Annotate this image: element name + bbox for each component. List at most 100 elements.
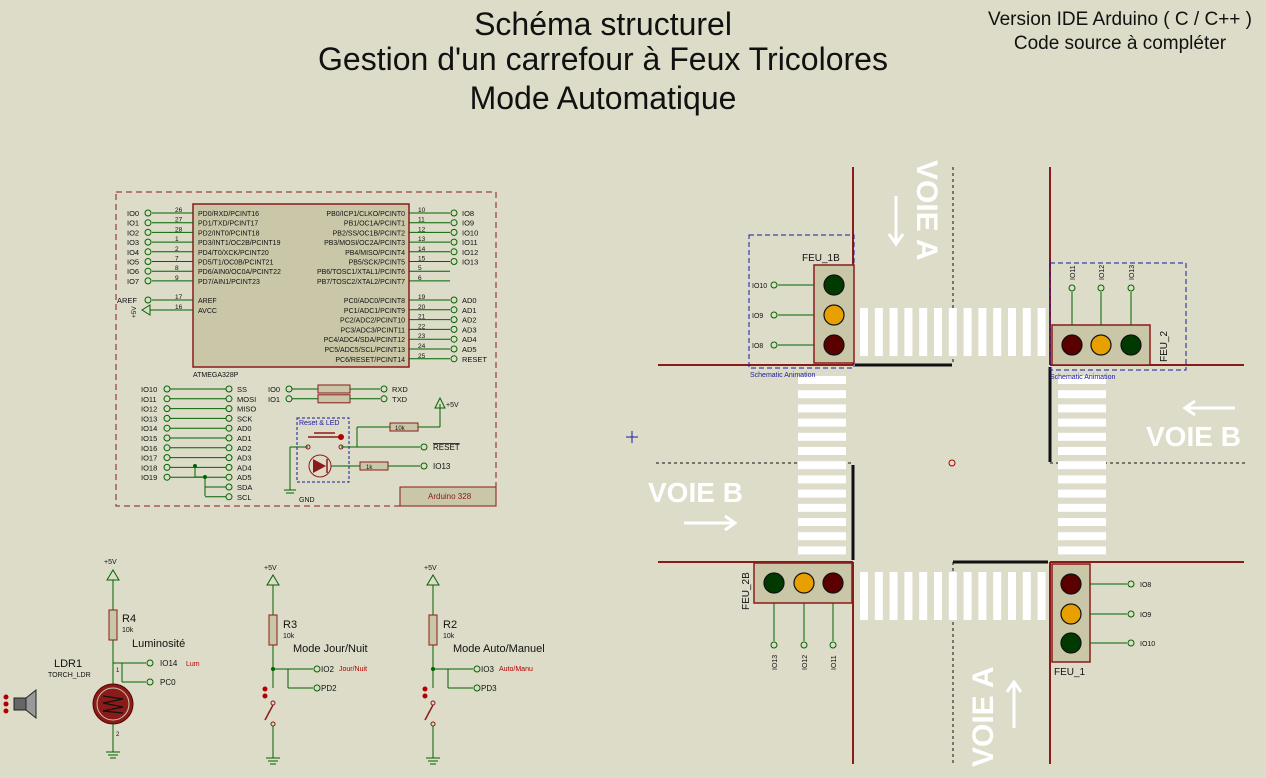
- chip-left-num-4: 2: [175, 246, 179, 253]
- chip-right-name-t2: PB2/SS/OC1B/PCINT2: [333, 230, 405, 237]
- feu-1b-net-1: IO9: [752, 313, 763, 320]
- chip-right-net-t0: IO8: [462, 209, 474, 218]
- sw_day-res-value: 10k: [283, 633, 295, 640]
- board-label-box: [399, 486, 497, 507]
- chip-right-net-b6: RESET: [462, 355, 487, 364]
- feu-1-net-1: IO9: [1140, 612, 1151, 619]
- alias-from-0: IO10: [141, 385, 157, 394]
- chip-left-net-3: IO3: [127, 238, 139, 247]
- chip-right-name-t5: PB5/SCK/PCINT5: [349, 260, 406, 267]
- feu-2b-net-1: IO12: [802, 655, 809, 670]
- chip-left-num-3: 1: [175, 236, 179, 243]
- chip-right-name-b6: PC6/RESET/PCINT14: [335, 357, 405, 364]
- arrow-up-icon: [1005, 679, 1023, 728]
- feu-1-net-2: IO10: [1140, 641, 1155, 648]
- sw_day-net1: IO2: [321, 665, 334, 674]
- feu-2b-net-2: IO11: [831, 655, 838, 670]
- led-resistor: [359, 461, 389, 471]
- feu-1-name: FEU_1: [1054, 667, 1086, 678]
- feu-2-net-1: IO12: [1099, 265, 1106, 280]
- chip-right-num-b5: 24: [418, 343, 426, 350]
- center-marker: [948, 459, 956, 467]
- feu-2b-lamp-2: [822, 572, 844, 594]
- chip-left-name-2: PD2/INT0/PCINT18: [198, 230, 260, 237]
- feu-2-lamp-2: [1120, 334, 1142, 356]
- arrow-left-icon: [1182, 399, 1235, 417]
- atmega-chip-body: [192, 203, 410, 368]
- feu-2-lamp-0: [1061, 334, 1083, 356]
- alias-to-10: SDA: [237, 483, 252, 492]
- feu-1-lamp-2: [1060, 632, 1082, 654]
- voie-a-bottom-label: VOIE A: [967, 666, 1000, 767]
- arrow-right-icon: [684, 514, 738, 532]
- chip-right-net-b0: AD0: [462, 296, 477, 305]
- alias-to-9: AD5: [237, 473, 252, 482]
- chip-right-net-t4: IO12: [462, 248, 478, 257]
- gnd-label: GND: [299, 497, 315, 504]
- page-title-line-2: Gestion d'un carrefour à Feux Tricolores: [318, 41, 888, 77]
- reset-button-pin: [338, 434, 344, 440]
- ldr-model: TORCH_LDR: [48, 672, 91, 679]
- chip-right-num-t2: 12: [418, 226, 426, 233]
- chip-left-num-0: 26: [175, 207, 183, 214]
- chip-right-num-b0: 19: [418, 294, 426, 301]
- chip-right-num-b3: 22: [418, 323, 426, 330]
- chip-right-num-t7: 6: [418, 275, 422, 282]
- chip-left-net-6: IO6: [127, 267, 139, 276]
- version-line-2: Code source à compléter: [1013, 33, 1227, 54]
- aref-net: AREF: [117, 296, 137, 305]
- feu-2-net-0: IO11: [1070, 265, 1077, 280]
- chip-right-net-b2: AD2: [462, 316, 477, 325]
- chip-right-num-t3: 13: [418, 236, 426, 243]
- serial-from-0: IO0: [268, 385, 280, 394]
- feu-2-net-2: IO13: [1129, 265, 1136, 280]
- chip-right-num-b4: 23: [418, 333, 426, 340]
- pedestrian-crossings: [798, 308, 1106, 620]
- chip-right-num-t5: 15: [418, 256, 426, 263]
- ldr-name: LDR1: [54, 658, 82, 670]
- feu-2b-net-0: IO13: [772, 655, 779, 670]
- chip-right-name-t1: PB1/OC1A/PCINT1: [344, 221, 405, 228]
- chip-left-net-2: IO2: [127, 228, 139, 237]
- ldr-net1: IO14: [160, 659, 178, 668]
- traffic-lights: Schematic AnimationFEU_1BIO10IO9IO8Schem…: [741, 234, 1187, 678]
- chip-right-num-t4: 14: [418, 246, 426, 253]
- chip-left-name-1: PD1/TXD/PCINT17: [198, 221, 258, 228]
- alias-to-1: MOSI: [237, 395, 256, 404]
- alias-to-3: SCK: [237, 414, 252, 423]
- feu-2-lamp-1: [1090, 334, 1112, 356]
- feu-2-name: FEU_2: [1159, 330, 1170, 362]
- chip-left-net-5: IO5: [127, 258, 139, 267]
- chip-left-name-6: PD6/AIN0/OC0A/PCINT22: [198, 269, 281, 276]
- chip-right-name-t0: PB0/ICP1/CLKO/PCINT0: [326, 211, 405, 218]
- feu-2-anim-label: Schematic Animation: [1050, 374, 1115, 381]
- led-res-value: 1k: [366, 465, 373, 471]
- alias-from-1: IO11: [141, 395, 157, 404]
- feu-1b-net-0: IO10: [752, 283, 767, 290]
- feu-2b-name: FEU_2B: [741, 572, 752, 610]
- sw_auto-vcc: +5V: [424, 565, 437, 572]
- sw_auto-net2: PD3: [481, 684, 497, 693]
- avcc-num: 16: [175, 304, 183, 311]
- feu-1b-net-2: IO8: [752, 343, 763, 350]
- chip-right-net-t3: IO11: [462, 238, 478, 247]
- chip-left-name-0: PD0/RXD/PCINT16: [198, 211, 259, 218]
- alias-to-6: AD2: [237, 444, 252, 453]
- ldr-net1-tag: Lum: [186, 661, 200, 668]
- chip-right-name-b5: PC5/ADC5/SCL/PCINT13: [324, 347, 405, 354]
- sw_auto-function-label: Mode Auto/Manuel: [453, 643, 545, 655]
- cursor-crosshair: [626, 431, 638, 443]
- reset-res-value: 10k: [395, 426, 406, 432]
- sw_auto-res-value: 10k: [443, 633, 455, 640]
- chip-left-num-7: 9: [175, 275, 179, 282]
- aref-num: 17: [175, 294, 183, 301]
- feu-1-net-0: IO8: [1140, 582, 1151, 589]
- alias-from-6: IO16: [141, 444, 157, 453]
- avcc-name: AVCC: [198, 308, 217, 315]
- chip-left-num-5: 7: [175, 256, 179, 263]
- chip-right-net-b4: AD4: [462, 335, 477, 344]
- arduino-frame: [115, 191, 497, 507]
- chip-right-name-t4: PB4/MISO/PCINT4: [345, 250, 405, 257]
- chip-right-num-b6: 25: [418, 353, 426, 360]
